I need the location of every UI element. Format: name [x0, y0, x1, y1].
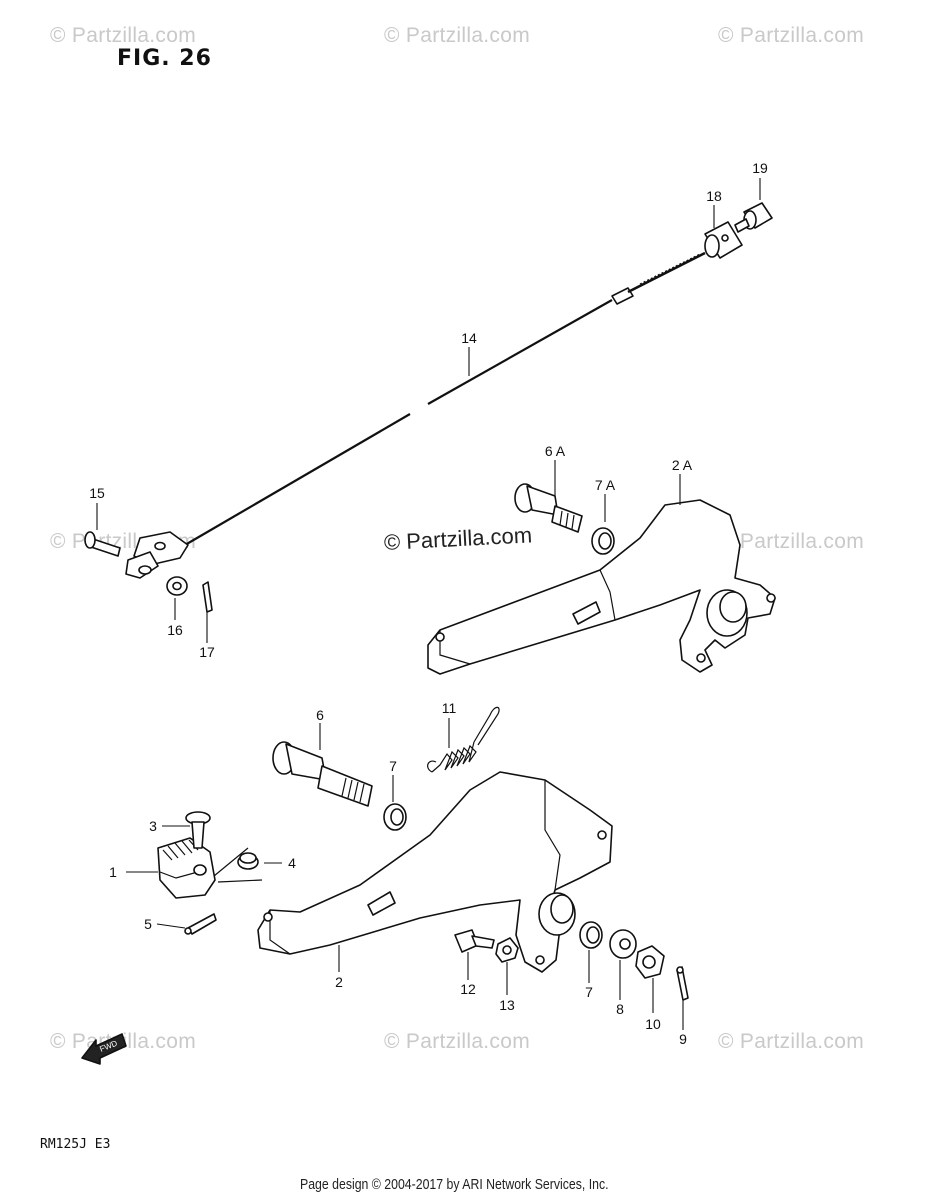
callout-19: 19 — [752, 160, 768, 176]
brake-rod — [184, 251, 706, 546]
tip-cotter-pin — [184, 913, 217, 935]
figure-title: FIG. 26 — [117, 46, 212, 71]
callout-5: 5 — [144, 916, 152, 932]
callout-11: 11 — [442, 700, 457, 716]
callout-14: 14 — [461, 330, 477, 346]
rod-clevis — [125, 531, 189, 579]
circlip — [383, 803, 407, 831]
cotter-pin-lower — [676, 966, 689, 1001]
callout-17: 17 — [199, 644, 215, 660]
tip-spring — [213, 847, 263, 883]
callout-6: 6 — [316, 707, 324, 723]
page-footer: Page design © 2004-2017 by ARI Network S… — [300, 1176, 609, 1193]
watermark: © Partzilla.com — [384, 24, 531, 47]
cotter-pin — [202, 581, 213, 613]
callout-4: 4 — [288, 855, 296, 871]
clevis-pin — [84, 531, 121, 557]
tip-pin — [185, 811, 211, 849]
rod-joint — [704, 221, 743, 259]
pivot-shaft-upper — [514, 483, 583, 533]
watermark: © Partzilla.com — [718, 1030, 865, 1053]
brake-pedal-lower — [257, 771, 613, 973]
model-code: RM125J E3 — [40, 1137, 111, 1152]
washer-upper — [591, 527, 615, 555]
callout-3: 3 — [149, 818, 157, 834]
pivot-shaft-lower — [272, 741, 373, 807]
callout-13: 13 — [499, 997, 515, 1013]
callout-8: 8 — [616, 1001, 624, 1017]
watermark: © Partzilla.com — [384, 1030, 531, 1053]
callout-12: 12 — [460, 981, 476, 997]
nut — [495, 937, 519, 963]
callout-9: 9 — [679, 1031, 687, 1047]
callout-2: 2 — [335, 974, 343, 990]
return-spring — [427, 706, 500, 773]
leader-lines — [96, 178, 761, 1030]
castle-nut — [635, 945, 665, 979]
callout-16: 16 — [167, 622, 183, 638]
callout-18: 18 — [706, 188, 722, 204]
circlip-right — [579, 921, 603, 949]
callout-6a: 6 A — [545, 443, 566, 459]
callout-7: 7 — [389, 758, 397, 774]
brake-pedal-upper — [427, 499, 776, 675]
watermark: © Partzilla.com — [718, 24, 865, 47]
callout-7a: 7 A — [595, 477, 616, 493]
callout-10: 10 — [645, 1016, 661, 1032]
callout-labels: 1 2 2 A 3 4 5 6 6 A 7 7 7 A 8 9 10 11 12… — [89, 160, 768, 1047]
pedal-tip — [157, 837, 216, 899]
adjuster-nut — [734, 202, 773, 233]
watermark: © Partzilla.com — [50, 24, 197, 47]
callout-1: 1 — [109, 864, 117, 880]
watermark: © Partzilla.com — [718, 530, 865, 553]
bolt — [454, 929, 495, 953]
callout-2a: 2 A — [672, 457, 693, 473]
washer-lower — [609, 929, 637, 959]
callout-15: 15 — [89, 485, 105, 501]
washer — [166, 576, 188, 596]
callout-7-right: 7 — [585, 984, 593, 1000]
fwd-arrow-icon: FWD — [81, 1033, 127, 1065]
